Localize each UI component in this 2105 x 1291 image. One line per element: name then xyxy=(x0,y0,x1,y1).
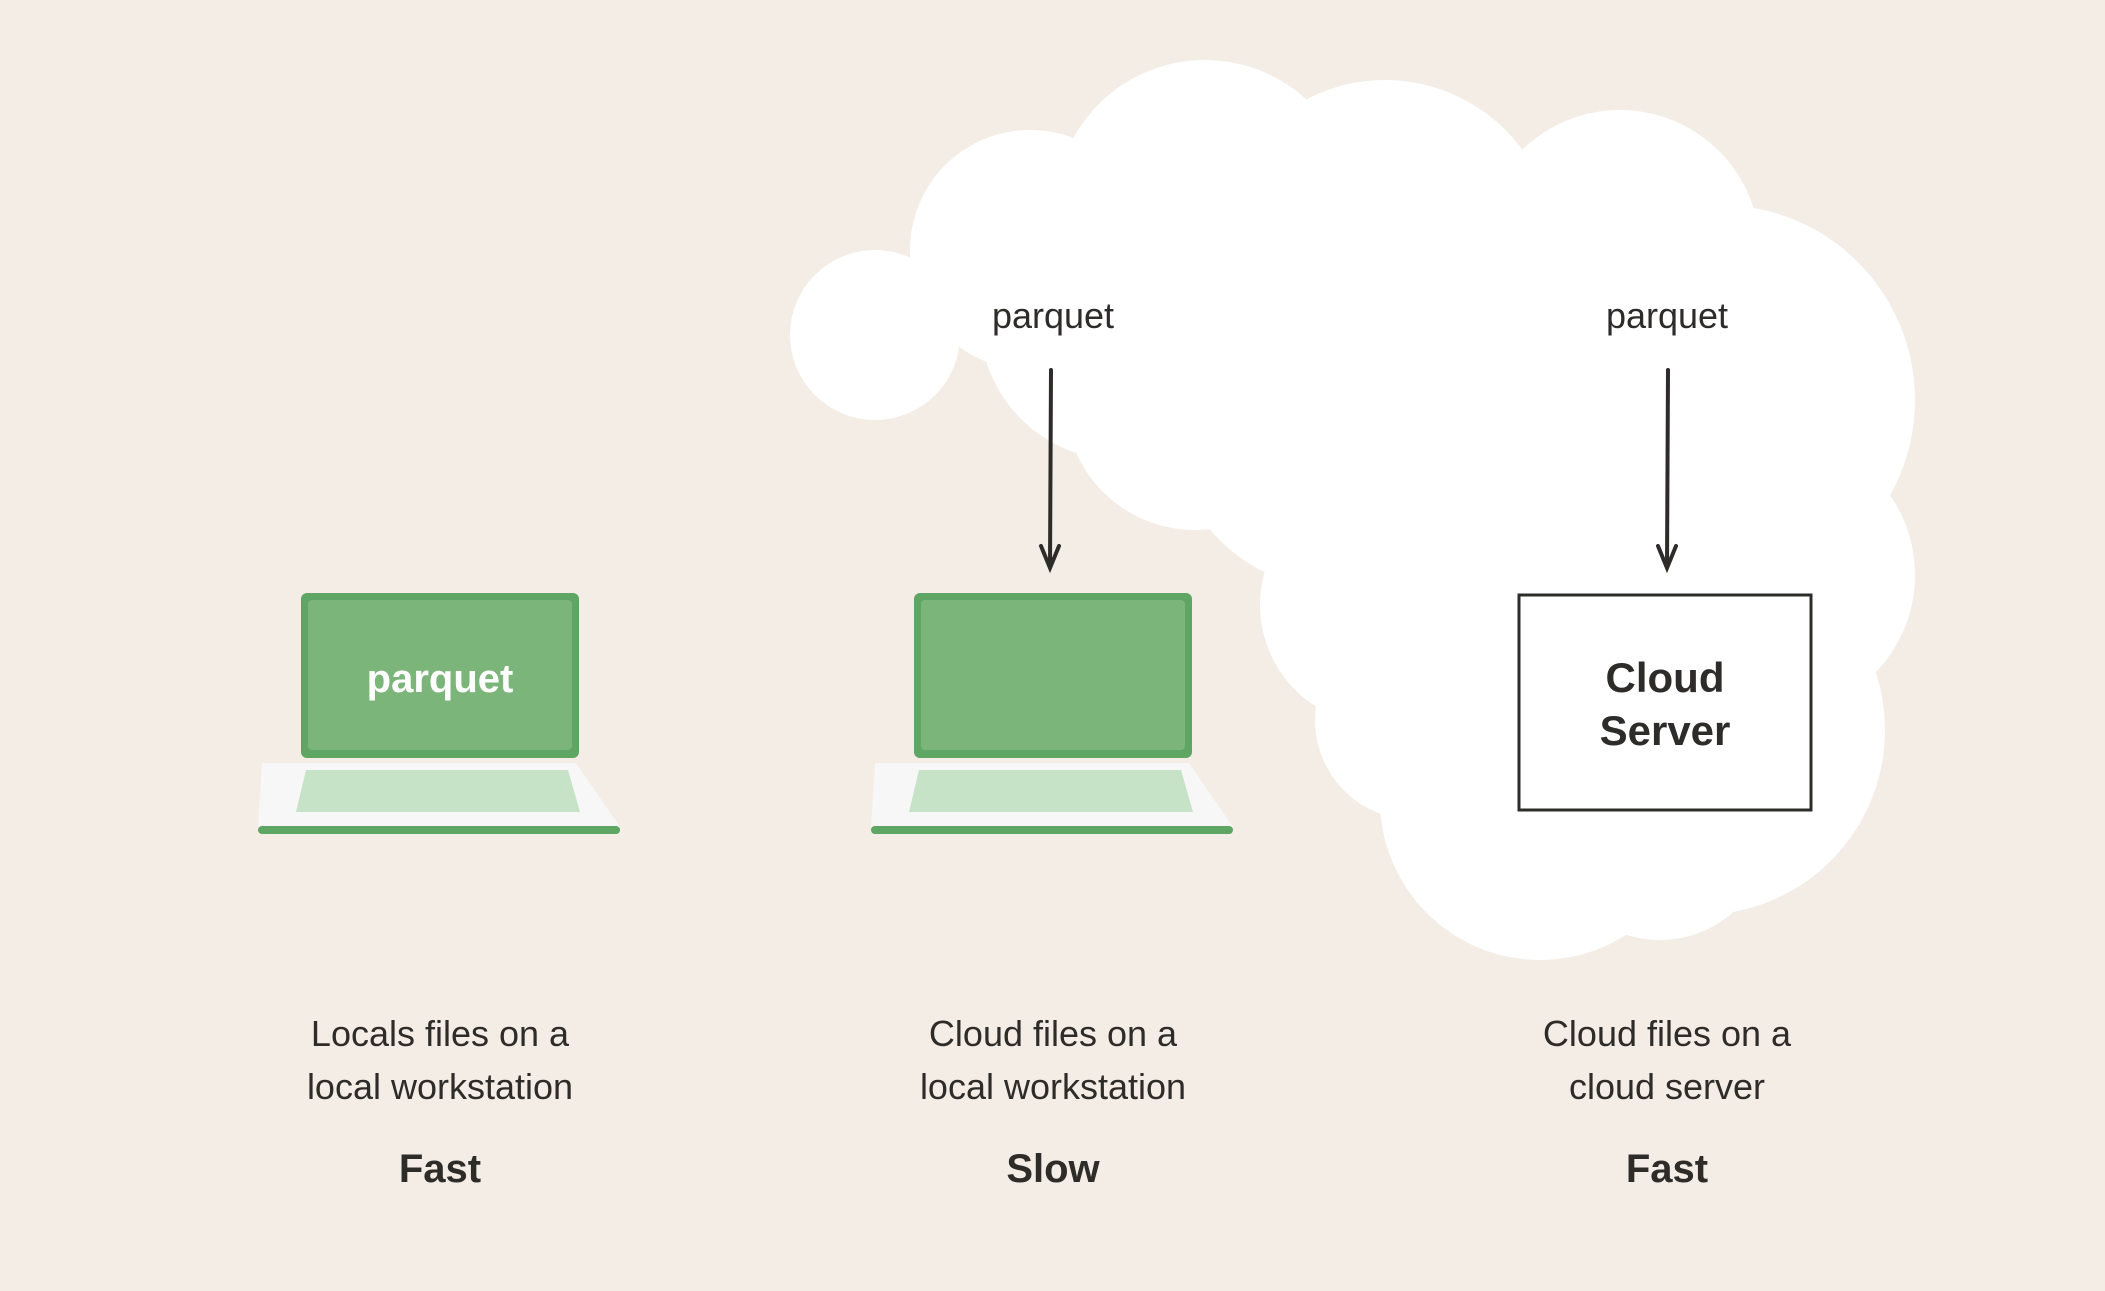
speed-verdict: Slow xyxy=(1006,1147,1100,1191)
caption-line2: local workstation xyxy=(920,1066,1186,1107)
download-arrow xyxy=(1039,368,1061,574)
caption-line1: Locals files on a xyxy=(311,1013,570,1054)
cloud-server-box xyxy=(1517,593,1813,812)
laptop-local-icon xyxy=(258,593,620,834)
speed-verdict: Fast xyxy=(1626,1147,1708,1191)
laptop-remote-icon xyxy=(871,593,1233,834)
caption-line1: Cloud files on a xyxy=(929,1013,1178,1054)
caption-line2: local workstation xyxy=(307,1066,573,1107)
server-arrow xyxy=(1656,368,1678,574)
server-label-line2: Server xyxy=(1600,707,1731,754)
speed-verdict: Fast xyxy=(399,1147,481,1191)
caption-line1: Cloud files on a xyxy=(1543,1013,1792,1054)
cloud-file-label: parquet xyxy=(992,295,1114,336)
caption-line2: cloud server xyxy=(1569,1066,1765,1107)
server-label-line1: Cloud xyxy=(1606,654,1725,701)
cloud-file-label: parquet xyxy=(1606,295,1728,336)
laptop-screen-label: parquet xyxy=(367,657,514,701)
